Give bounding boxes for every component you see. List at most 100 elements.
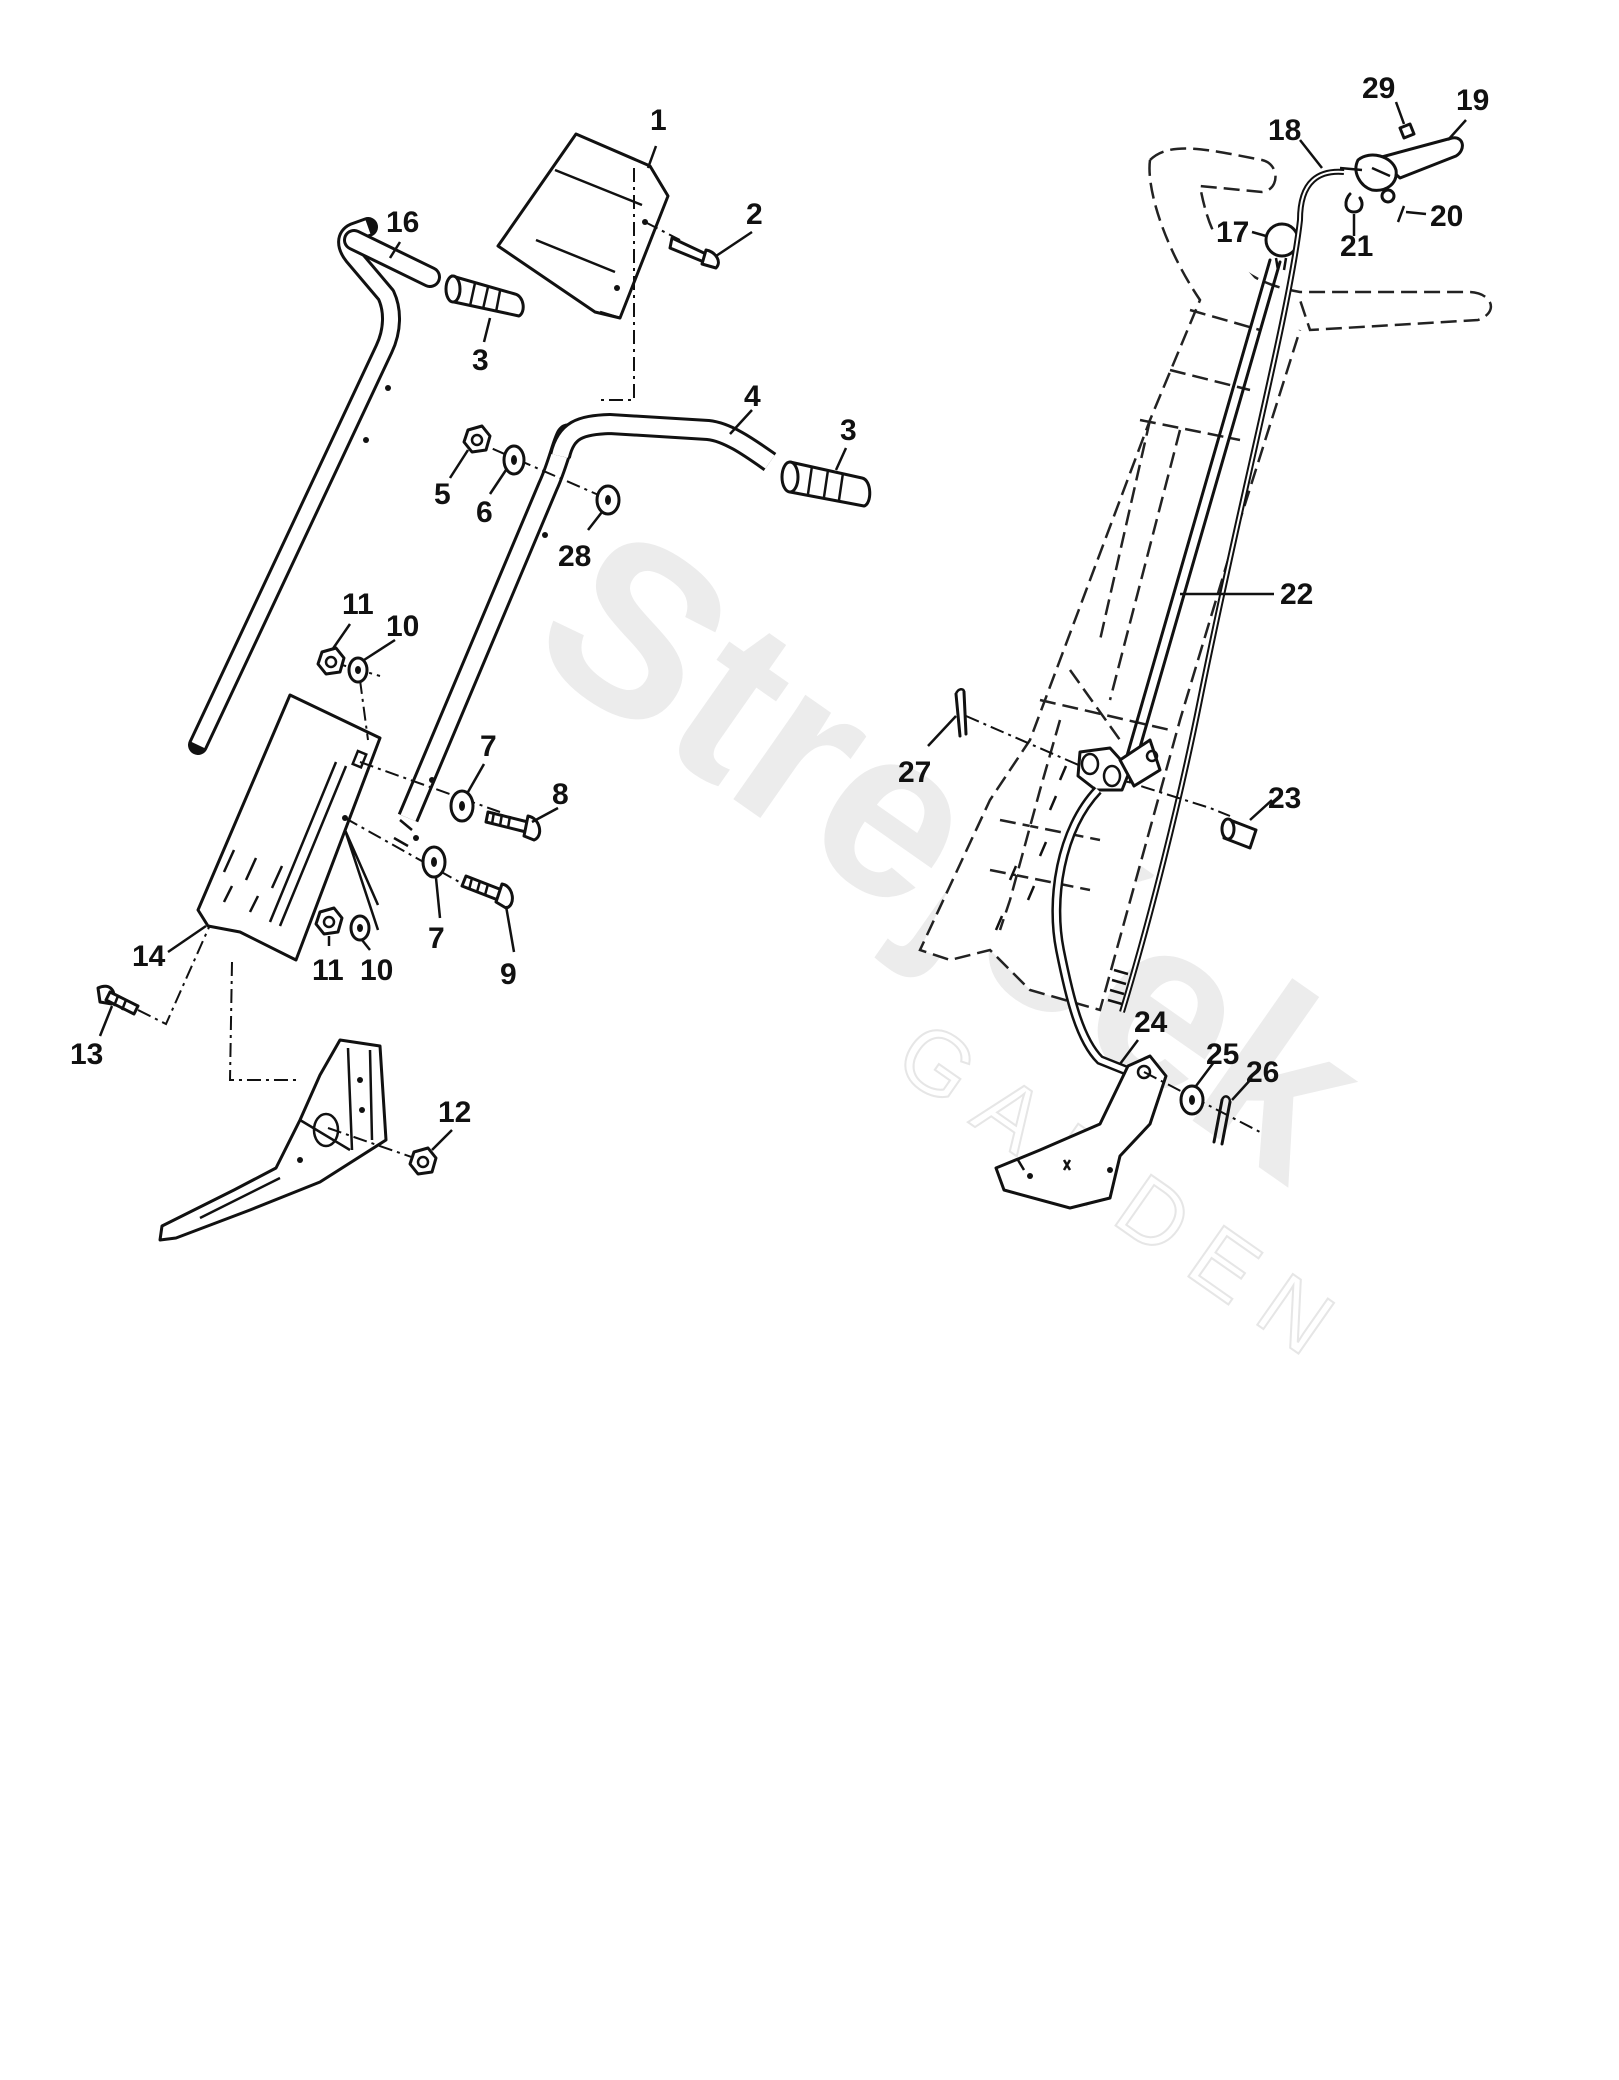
leader-16 (388, 241, 402, 259)
part-19-lever[interactable] (1339, 136, 1464, 204)
label-4: 4 (744, 380, 761, 413)
label-11a: 11 (342, 588, 374, 621)
leader-13 (98, 1005, 114, 1037)
label-24: 24 (1134, 1006, 1168, 1039)
label-6: 6 (476, 496, 493, 529)
leader-19 (1447, 119, 1467, 141)
label-18: 18 (1268, 114, 1301, 147)
label-20: 20 (1430, 200, 1463, 233)
label-19: 19 (1456, 84, 1489, 117)
leader-4 (729, 409, 753, 435)
left-assembly (96, 132, 872, 1242)
part-20-pin[interactable] (1396, 205, 1406, 223)
part-7-washer-lower[interactable] (421, 845, 447, 879)
part-21-clip[interactable] (1344, 192, 1364, 214)
frame-guide (228, 961, 300, 1081)
label-8: 8 (552, 778, 569, 811)
axis-7-9 (344, 817, 471, 889)
part-2-screw[interactable] (644, 221, 720, 270)
label-16: 16 (386, 206, 419, 239)
right-assembly (918, 101, 1493, 1210)
part-3-grip-left[interactable] (444, 274, 525, 318)
label-10a: 10 (386, 610, 419, 643)
part-8-bolt[interactable] (484, 810, 542, 842)
leader-6 (488, 469, 508, 495)
part-22-control-rod[interactable] (1118, 258, 1282, 784)
callout-labels: 1 2 3 3 4 5 6 7 7 8 9 10 10 11 11 12 13 … (70, 72, 1489, 1129)
part-29-screw[interactable] (1398, 122, 1416, 140)
leader-8 (531, 806, 559, 824)
label-13: 13 (70, 1038, 103, 1071)
leader-20 (1405, 210, 1427, 216)
part-25-washer[interactable] (1179, 1084, 1205, 1116)
part-16-left-handle[interactable] (188, 217, 441, 755)
label-21: 21 (1340, 230, 1373, 263)
part-6-washer[interactable] (502, 444, 526, 476)
leader-14 (167, 924, 207, 954)
leader-3a (482, 317, 492, 343)
part-3-grip-right[interactable] (780, 460, 872, 508)
label-14: 14 (132, 940, 166, 973)
part-18-cable[interactable] (1107, 168, 1345, 1013)
part-11-nut-lower[interactable] (314, 906, 344, 936)
label-9: 9 (500, 958, 517, 991)
part-5-nut[interactable] (462, 424, 492, 454)
part-11-nut-upper[interactable] (316, 646, 346, 676)
axis-5-6-28 (467, 437, 611, 501)
label-10b: 10 (360, 954, 393, 987)
label-26: 26 (1246, 1056, 1279, 1089)
leader-7a (466, 763, 486, 793)
pivot-link (1076, 738, 1162, 792)
leader-12 (431, 1129, 453, 1151)
leader-10a (363, 638, 396, 662)
part-4-right-handle[interactable] (393, 412, 777, 848)
label-25: 25 (1206, 1038, 1239, 1071)
part-17-knob[interactable] (1264, 222, 1300, 271)
label-7b: 7 (428, 922, 445, 955)
label-2: 2 (746, 198, 763, 231)
label-5: 5 (434, 478, 451, 511)
part-12-nut[interactable] (408, 1146, 438, 1176)
part-1-cover-plate[interactable] (496, 132, 670, 320)
label-11b: 11 (312, 954, 344, 987)
leader-10b (361, 939, 371, 951)
label-23: 23 (1268, 782, 1301, 815)
part-24-rod[interactable] (1051, 786, 1132, 1077)
part-13-bolt[interactable] (96, 984, 140, 1016)
leader-7b (434, 877, 442, 919)
part-10-washer-upper[interactable] (347, 656, 369, 684)
axis-7-8 (359, 761, 501, 813)
leader-9 (504, 905, 516, 953)
label-22: 22 (1280, 578, 1313, 611)
part-27-cotter-pin[interactable] (954, 688, 968, 738)
leader-25 (1195, 1061, 1215, 1087)
axis-13 (137, 924, 211, 1026)
leader-23 (1249, 799, 1273, 821)
part-28-washer[interactable] (595, 484, 621, 516)
part-23-pin[interactable] (1220, 817, 1258, 850)
leader-29 (1394, 101, 1406, 125)
axis-12 (327, 1127, 421, 1161)
part-10-washer-lower[interactable] (349, 914, 371, 942)
label-28: 28 (558, 540, 591, 573)
label-7a: 7 (480, 730, 497, 763)
leader-26 (1231, 1077, 1253, 1101)
part-9-bolt[interactable] (460, 874, 514, 910)
label-17: 17 (1216, 216, 1249, 249)
part-26-cotter-pin[interactable] (1212, 1095, 1232, 1146)
label-3b: 3 (840, 414, 857, 447)
label-3a: 3 (472, 344, 489, 377)
axis-27-23 (965, 715, 1231, 817)
plate-guide-top (359, 679, 369, 741)
part-7-washer-upper[interactable] (449, 789, 475, 823)
leader-17 (1251, 230, 1267, 238)
leader-1 (646, 145, 658, 169)
leader-2 (715, 230, 753, 258)
leader-27 (927, 715, 957, 747)
leader-5 (448, 449, 470, 479)
leader-24 (1119, 1039, 1139, 1065)
part-14-adjustment-plate[interactable] (196, 693, 382, 962)
label-29: 29 (1362, 72, 1395, 105)
ghost-handle-frame (918, 147, 1493, 1012)
